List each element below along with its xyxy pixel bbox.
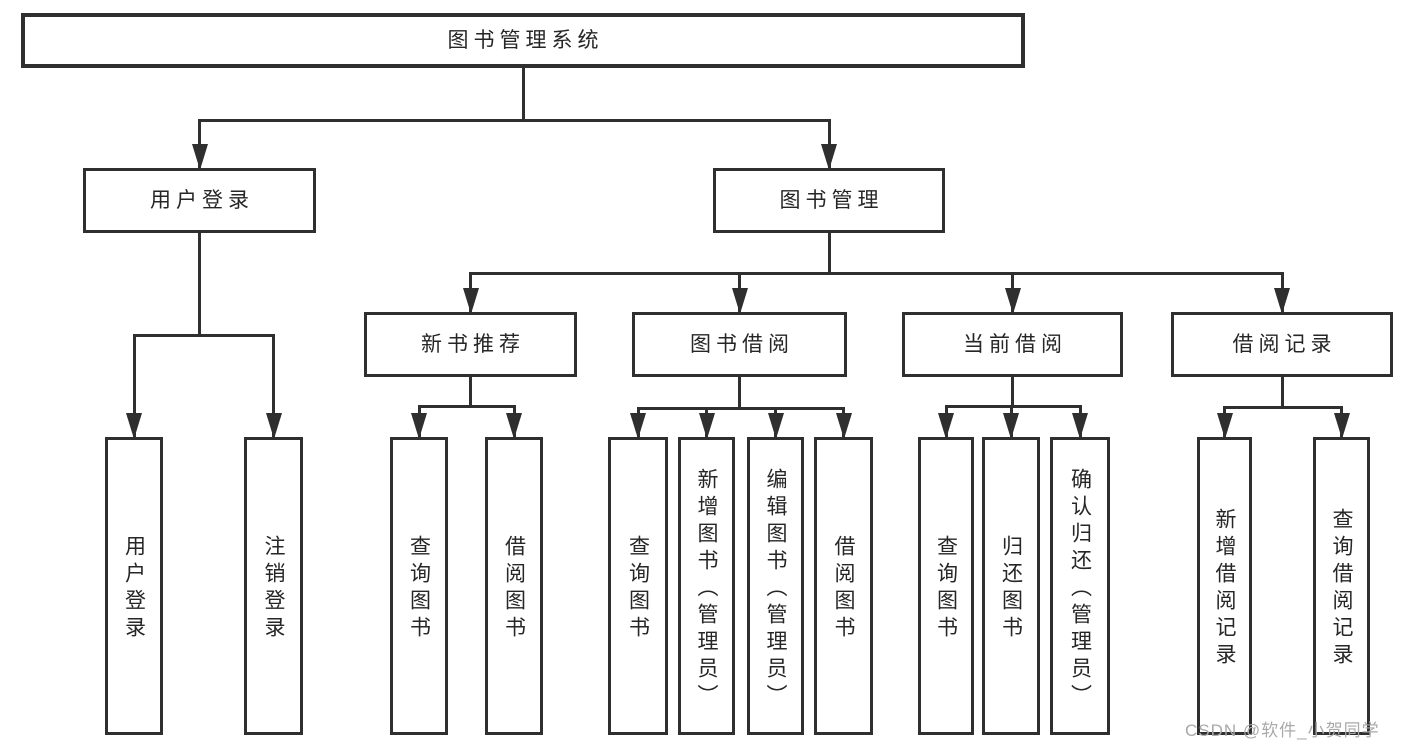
connector-line [132,335,136,437]
node-label: 归还图书 [999,535,1023,643]
connector-line [132,333,275,337]
connector-line [198,233,201,335]
connector-arrow-icon [191,144,208,170]
connector-arrow-icon [506,413,522,439]
connector-arrow-icon [1003,413,1019,439]
node-label: 查询图书 [626,535,650,643]
node-bb-query: 查询图书 [608,437,668,735]
node-cb-query: 查询图书 [918,437,974,735]
connector-arrow-icon [630,413,646,439]
connector-arrow-icon [265,413,282,439]
node-label: 图书借阅 [690,333,794,356]
connector-line [469,271,1284,275]
connector-line [469,377,472,406]
connector-arrow-icon [1274,288,1290,314]
connector-line [521,68,525,120]
connector-line [1011,377,1014,406]
node-label: 借阅记录 [1232,333,1337,356]
node-br-query: 查询借阅记录 [1313,437,1370,735]
node-logout-leaf: 注销登录 [244,437,303,735]
node-label: 用户登录 [150,189,254,212]
connector-arrow-icon [1004,288,1021,314]
connector-line [1280,377,1284,407]
connector-arrow-icon [835,413,852,439]
node-bb-add: 新增图书（管理员） [678,437,735,735]
node-label: 图书管理 [779,189,884,212]
connector-arrow-icon [126,413,142,439]
node-nbr-borrow: 借阅图书 [485,437,543,735]
node-current-borrow: 当前借阅 [902,312,1123,377]
node-label: 查询图书 [934,535,958,643]
connector-arrow-icon [1333,413,1350,439]
connector-arrow-icon [698,413,715,439]
node-borrow-records: 借阅记录 [1171,312,1393,377]
node-new-book-rec: 新书推荐 [364,312,577,377]
node-label: 图书管理系统 [447,29,604,52]
node-user-login-leaf: 用户登录 [105,437,163,735]
node-cb-confirm: 确认归还（管理员） [1050,437,1110,735]
node-label: 查询图书 [407,535,431,643]
connector-arrow-icon [731,288,748,314]
connector-line [198,118,831,122]
watermark: CSDN @软件_小贺同学 [1185,721,1380,740]
connector-arrow-icon [1072,413,1088,439]
node-label: 借阅图书 [832,535,855,643]
node-br-add: 新增借阅记录 [1197,437,1252,735]
connector-line [636,406,845,410]
node-label: 查询借阅记录 [1330,508,1353,670]
node-label: 注销登录 [262,535,285,643]
node-label: 新增图书（管理员） [695,467,718,711]
connector-arrow-icon [821,144,837,170]
node-label: 当前借阅 [963,333,1067,356]
connector-line [738,377,741,408]
connector-line [417,404,516,408]
connector-line [944,404,1082,408]
connector-line [827,233,831,273]
connector-line [1223,405,1343,409]
node-cb-return: 归还图书 [982,437,1040,735]
connector-arrow-icon [1216,413,1233,439]
node-book-mgmt: 图书管理 [713,168,945,233]
node-book-borrow: 图书借阅 [632,312,847,377]
node-label: 确认归还（管理员） [1068,467,1092,711]
node-bb-borrow: 借阅图书 [814,437,873,735]
connector-arrow-icon [938,413,954,439]
connector-arrow-icon [767,413,784,439]
node-label: 借阅图书 [502,535,526,643]
connector-arrow-icon [411,413,427,439]
node-nbr-query: 查询图书 [390,437,448,735]
connector-line [272,335,275,437]
node-label: 用户登录 [122,535,146,643]
node-label: 编辑图书（管理员） [764,467,787,711]
node-user-login: 用户登录 [83,168,316,233]
connector-arrow-icon [462,288,479,314]
node-label: 新增借阅记录 [1213,508,1236,670]
node-label: 新书推荐 [421,333,525,356]
node-bb-edit: 编辑图书（管理员） [747,437,804,735]
node-root: 图书管理系统 [21,13,1025,68]
